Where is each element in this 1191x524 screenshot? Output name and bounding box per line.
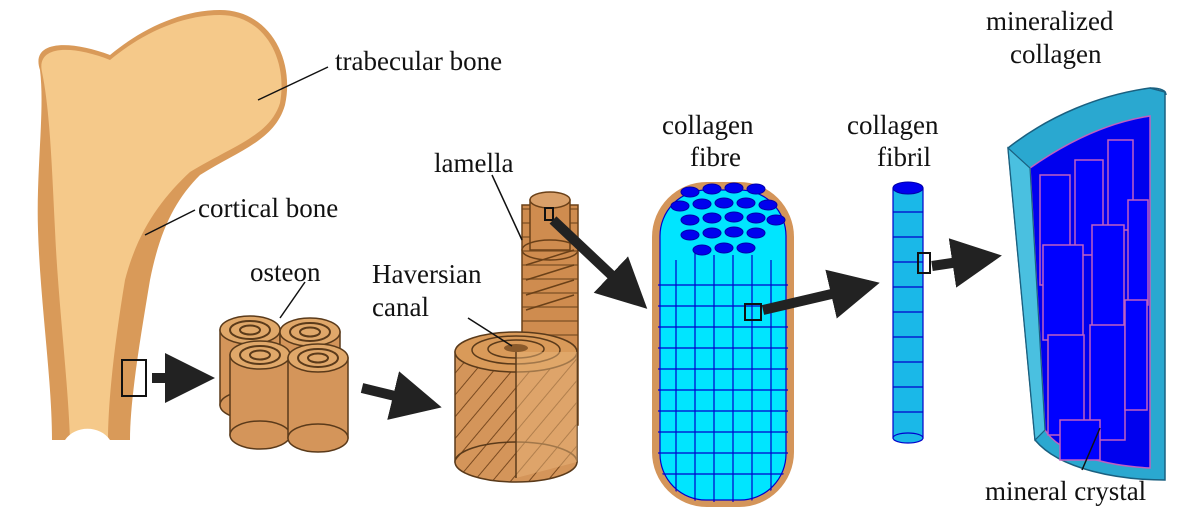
label-cortical-bone: cortical bone — [198, 193, 338, 223]
label-mineralized-line2: collagen — [1010, 39, 1102, 69]
label-fibril-line2: fibril — [877, 142, 931, 172]
collagen-fibril — [893, 182, 930, 443]
label-haversian-line2: canal — [372, 292, 429, 322]
label-mineral-crystal: mineral crystal — [985, 476, 1146, 506]
label-fibre-line1: collagen — [662, 110, 754, 140]
haversian-cylinder — [455, 332, 577, 482]
osteon-cylinder — [288, 344, 348, 452]
label-fibril-line1: collagen — [847, 110, 939, 140]
label-osteon: osteon — [250, 257, 321, 287]
mineralized-collagen — [1008, 88, 1166, 480]
lamella-leader — [492, 175, 522, 240]
label-mineralized-line1: mineralized — [986, 6, 1114, 36]
label-haversian-line1: Haversian — [372, 259, 482, 289]
label-lamella: lamella — [434, 148, 513, 178]
osteon-cylinder — [230, 341, 290, 449]
arrow-fibril-to-mineralized — [932, 257, 992, 266]
label-trabecular-bone: trabecular bone — [335, 46, 502, 76]
osteon-leader — [280, 282, 305, 318]
label-fibre-line2: fibre — [690, 142, 741, 172]
collagen-fibre — [652, 182, 794, 507]
arrow-osteon-to-lamella — [362, 388, 432, 405]
osteon-group — [220, 316, 348, 452]
